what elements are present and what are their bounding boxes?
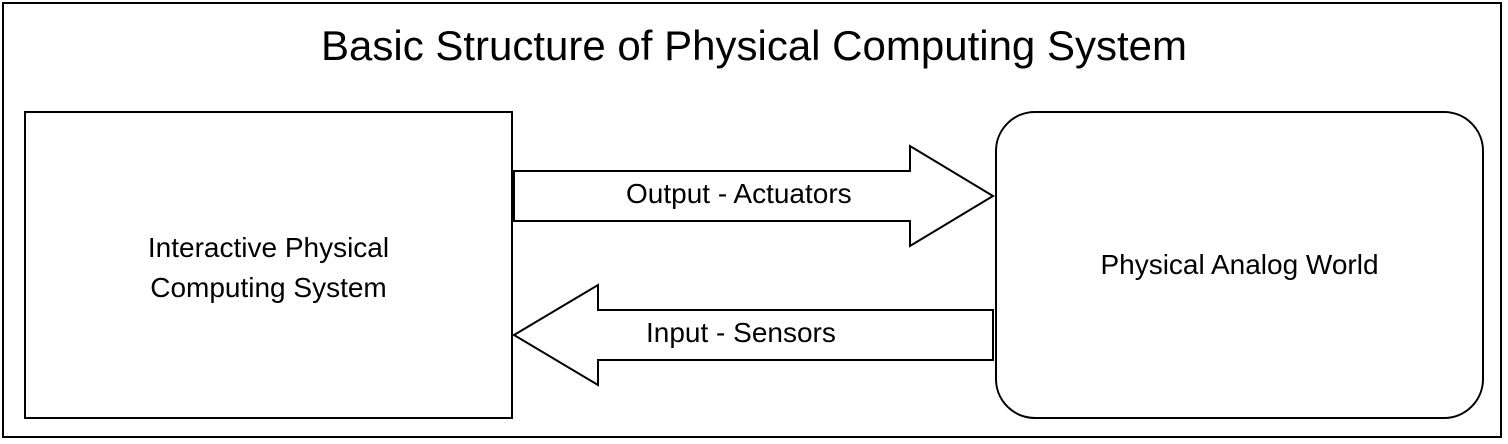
physical-analog-world-label: Physical Analog World xyxy=(1100,249,1379,280)
interactive-computing-system-label-line1: Interactive Physical xyxy=(147,232,390,263)
physical-analog-world-box: Physical Analog World xyxy=(995,111,1484,419)
diagram-title: Basic Structure of Physical Computing Sy… xyxy=(320,22,1187,69)
interactive-computing-system-label-line2: Computing System xyxy=(150,272,387,303)
interactive-computing-system-box: Interactive Physical Computing System xyxy=(24,111,513,419)
output-actuators-label: Output - Actuators xyxy=(626,178,852,209)
input-sensors-label: Input - Sensors xyxy=(646,317,836,348)
interactive-computing-system-label: Interactive Physical Computing System xyxy=(128,228,409,308)
